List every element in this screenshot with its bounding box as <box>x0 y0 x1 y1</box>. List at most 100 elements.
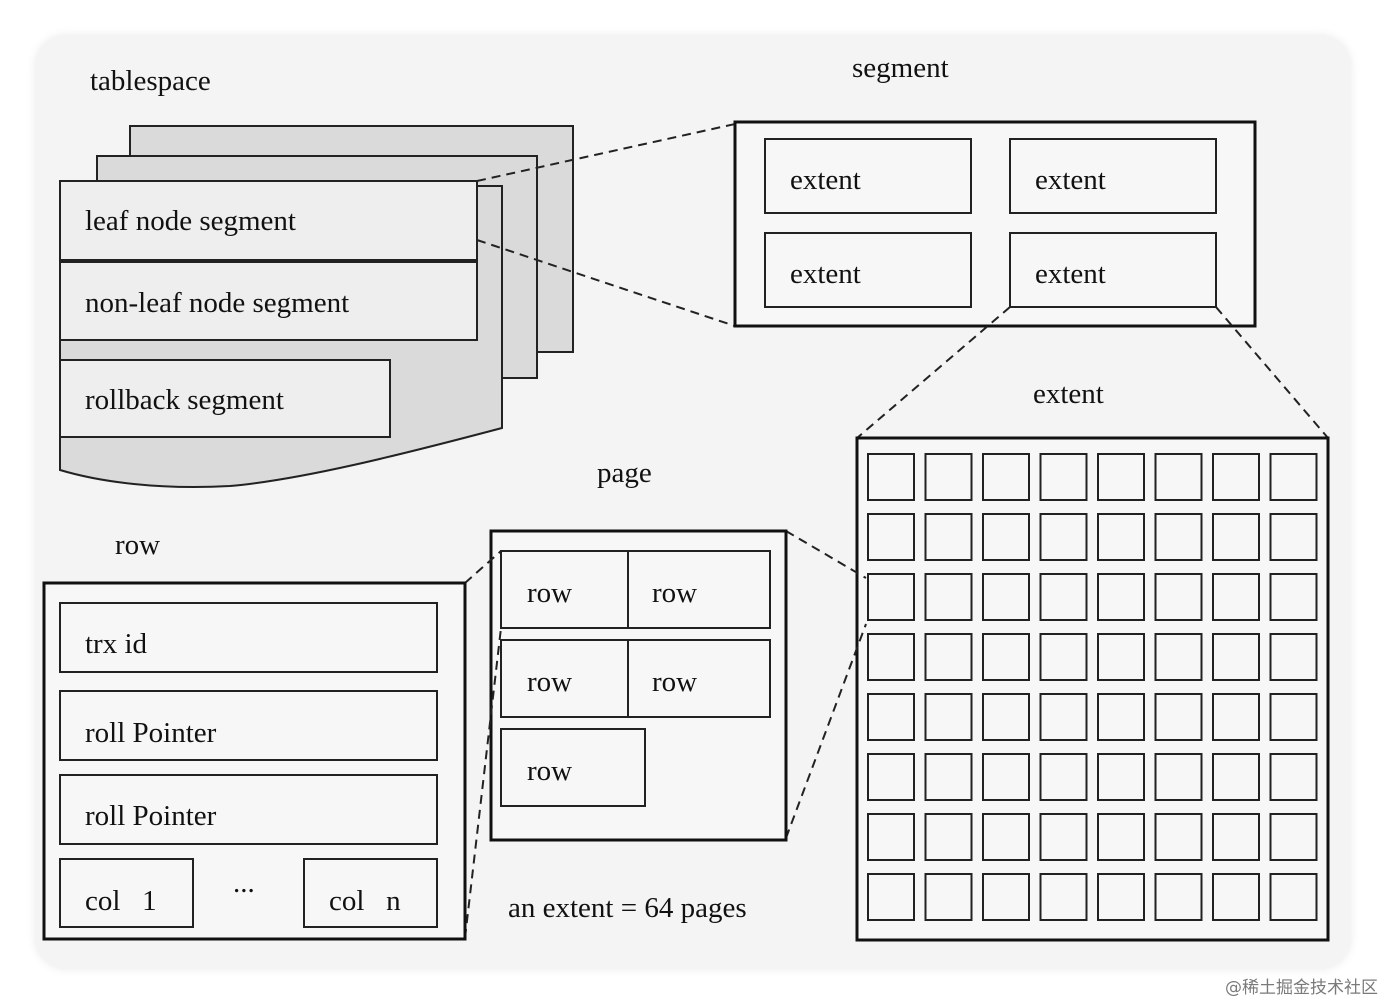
extent-page-cell <box>1039 453 1088 501</box>
rollback-segment-label: rollback segment <box>85 384 284 416</box>
segment-extent-2-label: extent <box>1035 164 1106 196</box>
leaf-node-segment-label: leaf node segment <box>85 205 296 237</box>
page-row-4 <box>627 639 771 718</box>
extent-page-cell <box>1097 693 1145 741</box>
extent-page-cell <box>1039 633 1088 681</box>
connector-tablespace-segment <box>476 123 736 327</box>
extent-page-cell <box>867 453 915 501</box>
non-leaf-node-segment <box>59 261 478 341</box>
page-row-3-label: row <box>527 666 572 698</box>
segment-extent-2 <box>1009 138 1217 214</box>
extent-page-cell <box>1269 513 1318 561</box>
extent-page-cell <box>867 573 915 621</box>
page-row-1-label: row <box>527 577 572 609</box>
page-title: page <box>597 457 652 489</box>
non-leaf-node-segment-label: non-leaf node segment <box>85 287 349 319</box>
page-row-5 <box>500 728 646 807</box>
segment-extent-1 <box>764 138 972 214</box>
extent-page-cell <box>924 813 973 861</box>
extent-page-cell <box>1039 513 1088 561</box>
extent-page-cell <box>867 693 915 741</box>
extent-page-cell <box>1269 633 1318 681</box>
row-field-trx-id <box>59 602 438 673</box>
extent-page-cell <box>1097 873 1145 921</box>
row-field-roll-pointer-2 <box>59 774 438 845</box>
extent-title: extent <box>1033 378 1104 410</box>
extent-page-cell <box>1097 513 1145 561</box>
connector-extent-page <box>785 530 867 839</box>
extent-page-cell <box>1097 453 1145 501</box>
extent-page-cell <box>1269 693 1318 741</box>
row-col-first-label: col 1 <box>85 885 157 917</box>
extent-page-cell <box>1039 873 1088 921</box>
extent-page-cell <box>982 633 1030 681</box>
extent-page-cell <box>982 513 1030 561</box>
extent-page-cell <box>1097 753 1145 801</box>
segment-extent-3 <box>764 232 972 308</box>
connector-segment-extent <box>856 306 1329 439</box>
extent-page-cell <box>1269 753 1318 801</box>
extent-page-cell <box>982 813 1030 861</box>
extent-page-cell <box>1039 573 1088 621</box>
extent-page-cell <box>1212 753 1260 801</box>
extent-page-cell <box>1097 573 1145 621</box>
extent-page-cell <box>867 873 915 921</box>
extent-page-cell <box>1269 453 1318 501</box>
extent-page-cell <box>982 573 1030 621</box>
extent-page-cell <box>1039 753 1088 801</box>
extent-page-cell <box>1097 633 1145 681</box>
extent-page-cell <box>982 453 1030 501</box>
extent-page-cell <box>1212 693 1260 741</box>
page-row-2 <box>627 550 771 629</box>
page-row-4-label: row <box>652 666 697 698</box>
segment-extent-3-label: extent <box>790 258 861 290</box>
row-field-roll-pointer-1-label: roll Pointer <box>85 717 217 749</box>
extent-page-cell <box>1269 873 1318 921</box>
page-row-2-label: row <box>652 577 697 609</box>
extent-page-cell <box>1097 813 1145 861</box>
extent-page-cell <box>924 573 973 621</box>
row-field-roll-pointer-1 <box>59 690 438 761</box>
extent-page-cell <box>982 873 1030 921</box>
row-field-trx-id-label: trx id <box>85 628 148 660</box>
extent-page-cell <box>1212 513 1260 561</box>
extent-page-cell <box>1154 813 1203 861</box>
segment-title: segment <box>852 52 949 84</box>
extent-page-cell <box>1212 453 1260 501</box>
leaf-node-segment <box>59 180 478 261</box>
extent-page-cell <box>867 813 915 861</box>
watermark: @稀土掘金技术社区 <box>1225 978 1378 998</box>
segment-extent-4 <box>1009 232 1217 308</box>
extent-page-cell <box>982 693 1030 741</box>
extent-page-cell <box>982 753 1030 801</box>
extent-page-cell <box>924 753 973 801</box>
caption: an extent = 64 pages <box>508 892 747 924</box>
page-row-1 <box>500 550 629 629</box>
row-field-roll-pointer-2-label: roll Pointer <box>85 800 217 832</box>
extent-page-cell <box>924 873 973 921</box>
extent-page-cell <box>924 693 973 741</box>
page-row-5-label: row <box>527 755 572 787</box>
row-col-first <box>59 858 194 928</box>
extent-page-cell <box>867 753 915 801</box>
rollback-segment <box>59 359 391 438</box>
row-col-last-label: col n <box>329 885 401 917</box>
extent-page-cell <box>1212 873 1260 921</box>
extent-page-cell <box>1154 753 1203 801</box>
extent-page-cell <box>1212 573 1260 621</box>
extent-page-cell <box>1212 633 1260 681</box>
extent-page-cell <box>867 633 915 681</box>
extent-page-cell <box>1269 813 1318 861</box>
extent-page-cell <box>1039 693 1088 741</box>
row-ellipsis: ... <box>233 867 255 899</box>
tablespace-title: tablespace <box>90 65 211 97</box>
extent-page-grid <box>867 453 1318 921</box>
extent-page-cell <box>1154 633 1203 681</box>
extent-page-cell <box>924 453 973 501</box>
row-title: row <box>115 529 160 561</box>
extent-page-cell <box>1154 693 1203 741</box>
extent-page-cell <box>1154 453 1203 501</box>
segment-extent-1-label: extent <box>790 164 861 196</box>
extent-page-cell <box>1039 813 1088 861</box>
